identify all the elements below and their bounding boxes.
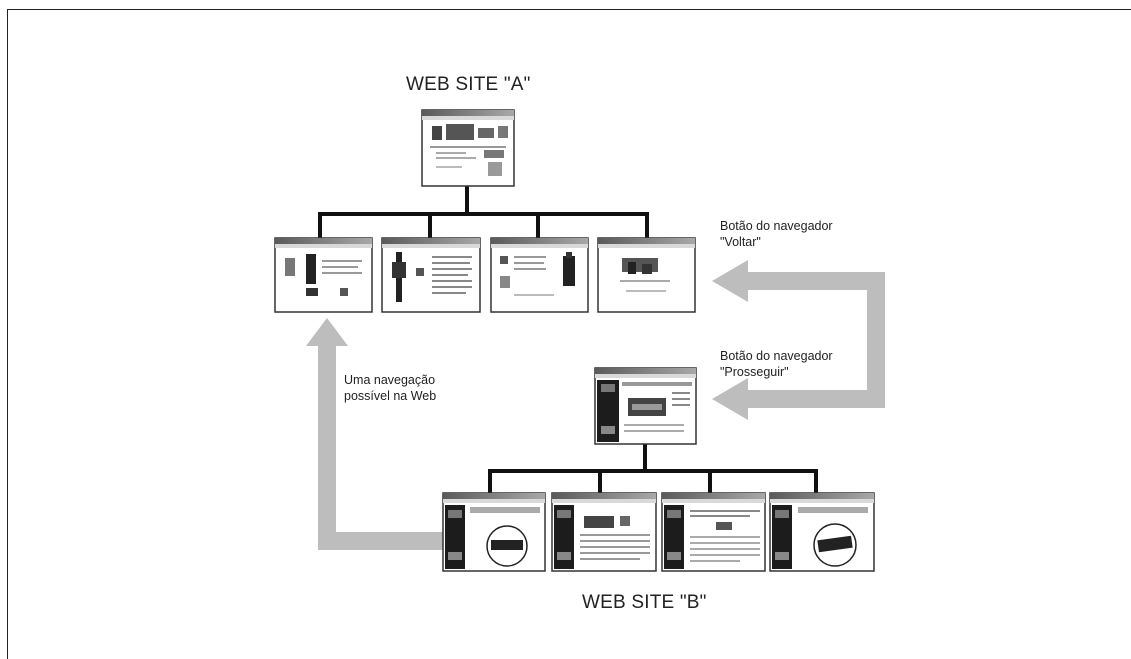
cross-site-navigation-arrow [306,318,443,550]
site-a-tree-connectors [318,186,649,238]
site-b-title: WEB SITE "B" [582,592,707,613]
site-b-page-4[interactable] [769,492,875,572]
site-a-page-4[interactable] [597,237,696,313]
site-a-page-3[interactable] [490,237,589,313]
back-arrow [712,260,885,408]
back-button-label: Botão do navegador "Voltar" [720,219,833,249]
site-a-page-1[interactable] [274,237,373,313]
forward-arrow [712,378,748,420]
navigation-label: Uma navegação possível na Web [344,373,437,403]
site-b-tree-connectors [488,444,818,493]
site-b-home-page[interactable] [594,367,697,445]
site-b-page-1[interactable] [442,492,546,572]
site-a-page-2[interactable] [381,237,481,313]
site-a-title: WEB SITE "A" [406,74,531,95]
forward-button-label: Botão do navegador "Prosseguir" [720,349,833,379]
site-b-page-2[interactable] [551,492,657,572]
figure-frame [7,9,1131,659]
site-b-page-3[interactable] [661,492,766,572]
site-a-home-page[interactable] [421,109,515,187]
